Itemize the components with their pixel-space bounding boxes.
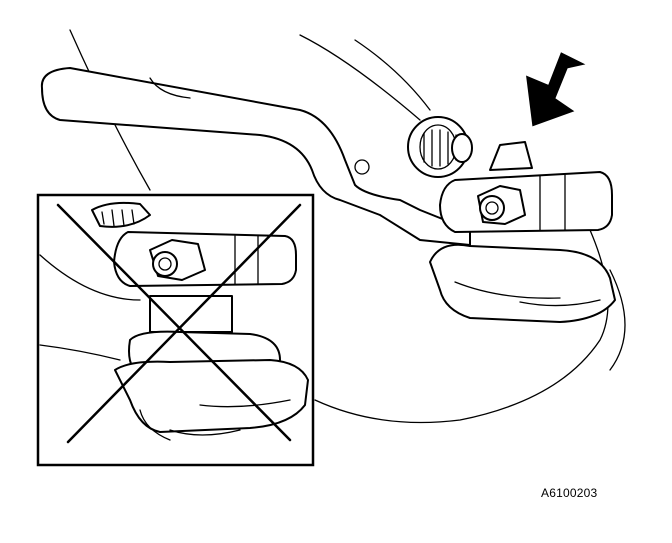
arrow-icon [526,52,586,127]
wrench-head [439,171,613,233]
castle-nut [407,116,473,178]
figure-reference-code: A6100203 [541,486,598,500]
suspension-assembly [40,29,626,424]
x-cross-icon [56,203,302,444]
incorrect-method-inset [36,193,315,467]
